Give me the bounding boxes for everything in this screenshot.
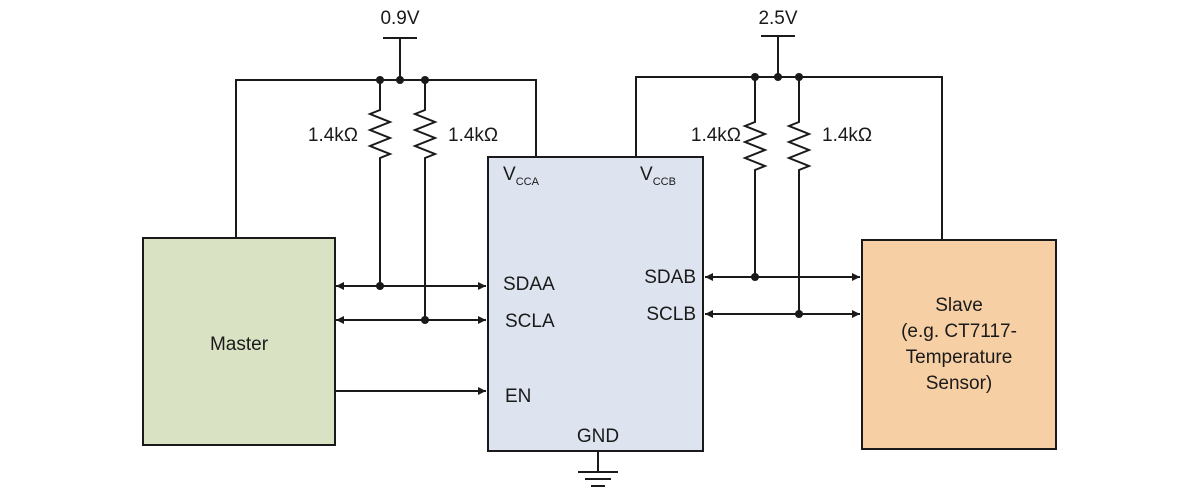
resistor-label-r1: 1.4kΩ bbox=[308, 125, 358, 146]
rail-0.9v bbox=[235, 79, 537, 238]
resistor-label-r2: 1.4kΩ bbox=[448, 125, 498, 146]
pullup-resistor-sclb bbox=[786, 77, 812, 314]
pin-vccb-label: VCCB bbox=[640, 164, 676, 188]
supply-2.5v-label: 2.5V bbox=[758, 8, 797, 29]
pin-gnd-label: GND bbox=[577, 426, 619, 447]
resistor-label-r4: 1.4kΩ bbox=[822, 125, 872, 146]
pullup-resistor-sdab bbox=[742, 77, 768, 277]
resistor-label-r3: 1.4kΩ bbox=[691, 125, 741, 146]
pin-sdab-label: SDAB bbox=[644, 267, 696, 288]
translator-ic-block bbox=[487, 156, 704, 452]
pin-scla-label: SCLA bbox=[505, 311, 555, 332]
slave-label-line-3: Temperature bbox=[906, 347, 1013, 368]
pin-en-label: EN bbox=[505, 386, 531, 407]
junction bbox=[421, 316, 429, 324]
supply-0.9v-label: 0.9V bbox=[380, 8, 419, 29]
junction bbox=[376, 282, 384, 290]
pin-sclb-label: SCLB bbox=[646, 304, 696, 325]
pin-sdaa-label: SDAA bbox=[503, 274, 555, 295]
pullup-resistor-scla bbox=[412, 80, 438, 320]
junction bbox=[795, 310, 803, 318]
slave-label-line-2: (e.g. CT7117- bbox=[901, 321, 1017, 342]
junction bbox=[396, 76, 404, 84]
junction bbox=[751, 273, 759, 281]
slave-block bbox=[861, 239, 1057, 450]
slave-label-line-1: Slave bbox=[935, 295, 983, 316]
slave-label-line-4: Sensor) bbox=[926, 373, 993, 394]
pin-vcca-label: VCCA bbox=[503, 164, 540, 188]
pullup-resistor-sdaa bbox=[367, 80, 393, 286]
junction bbox=[774, 73, 782, 81]
master-label: Master bbox=[210, 334, 269, 355]
master-block bbox=[142, 237, 336, 446]
rail-2.5v bbox=[635, 76, 943, 240]
